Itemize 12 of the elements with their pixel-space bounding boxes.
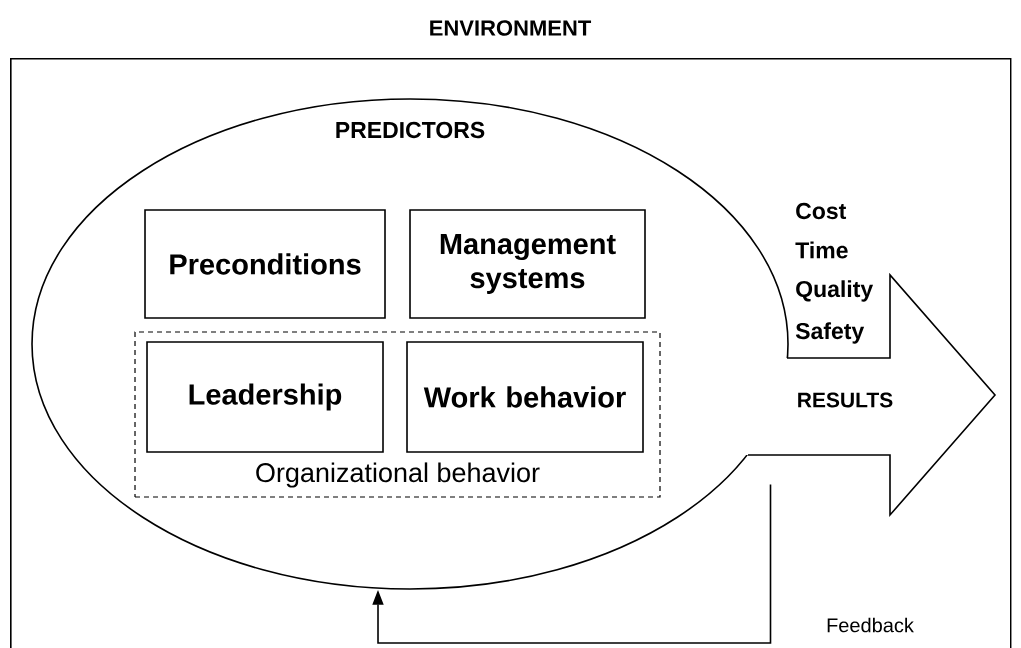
feedback-arrow <box>372 483 772 644</box>
factor-box: Leadership <box>146 341 384 453</box>
node-label: ENVIRONMENT <box>430 20 592 36</box>
edge-label: Feedback <box>825 616 915 634</box>
result-label: Time <box>795 241 848 259</box>
result-label: Safety <box>795 322 865 344</box>
factor-box: Preconditions <box>144 209 386 319</box>
result-label: Quality <box>796 280 874 302</box>
factor-box: Management systems <box>409 209 646 319</box>
factor-box: Work behavior <box>406 341 644 453</box>
result-label: Cost <box>796 202 847 220</box>
node-label: RESULTS <box>798 392 893 408</box>
